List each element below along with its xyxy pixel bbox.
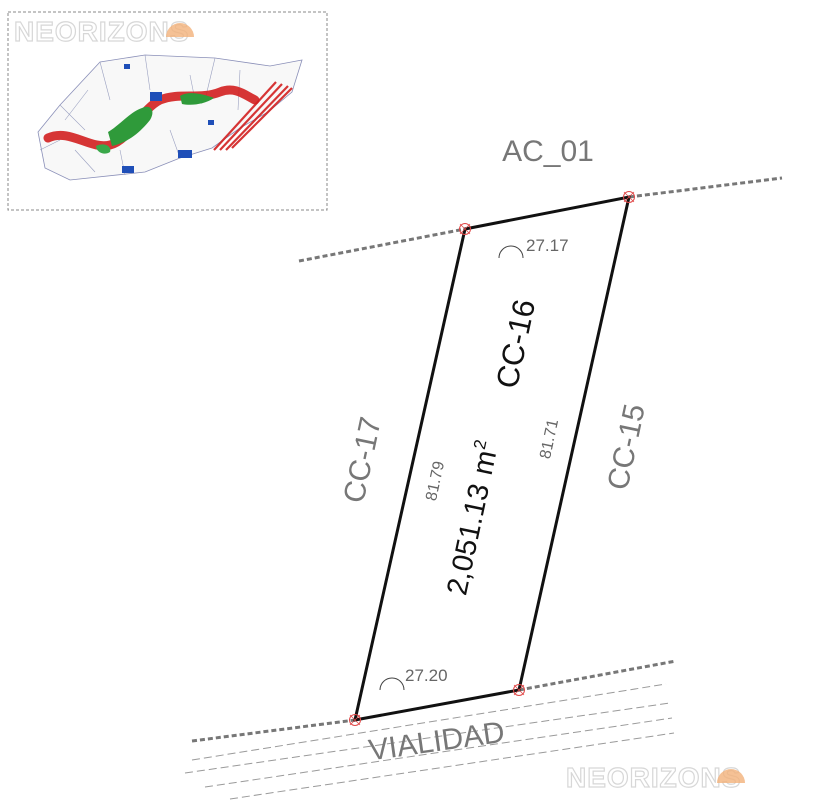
map-stripes [213,81,293,151]
map-green-park [108,106,153,146]
logo-bottom-sun-icon [717,769,745,783]
side-length-top: 27.17 [526,236,569,255]
lot-area-label: 2,051.13m2 [439,438,505,598]
road-line-3 [204,717,673,788]
road-line-2 [184,702,671,774]
lot-area-unit: m [467,448,503,478]
side-length-left: 81.79 [423,460,448,503]
neighbor-label-top: AC_01 [502,135,594,168]
arc-icon [379,677,405,691]
dimension-bottom: 27.20 [379,666,448,691]
lot-area-text: 2,051.13m2 [439,438,505,598]
map-green-park-3 [96,144,111,154]
lot-area-value: 2,051.13 [441,481,496,598]
road-line-4 [229,732,675,800]
map-green-park-2 [180,93,214,105]
top-boundary-dashed [298,176,783,263]
dimension-top: 27.17 [498,236,569,259]
vertex-marker-icon [459,223,471,235]
site-map-drawing [37,54,303,181]
neighbor-label-right: CC-15 [602,401,652,493]
logo-top: NEORIZONS [13,15,194,48]
bottom-boundary-dashed [191,659,677,743]
logo-top-sun-icon [166,23,194,37]
map-blue-block-2 [178,150,192,158]
boundary-lines [184,176,783,800]
map-blue-block-5 [124,64,130,69]
neighbor-label-bottom: VIALIDAD [367,716,507,768]
logo-top-text: NEORIZONS [14,16,189,47]
vertex-marker-icon [349,714,361,726]
map-blue-block [150,92,162,101]
vertex-markers [349,191,635,726]
vertex-marker-icon [513,684,525,696]
logo-bottom-text: NEORIZONS [566,762,741,793]
location-map-inset: NEORIZONS [7,11,328,211]
neighbor-label-left: CC-17 [338,414,388,506]
side-length-right: 81.71 [537,418,562,461]
logo-bottom: NEORIZONS [565,761,745,794]
arc-icon [498,245,524,259]
map-blue-block-3 [122,166,134,173]
lot-id-label: CC-16 [489,296,542,391]
side-length-bottom: 27.20 [405,666,448,685]
road-line-1 [191,683,667,761]
lot-area-unit-sup: 2 [470,438,491,451]
vertex-marker-icon [623,191,635,203]
map-blue-block-4 [208,120,214,125]
